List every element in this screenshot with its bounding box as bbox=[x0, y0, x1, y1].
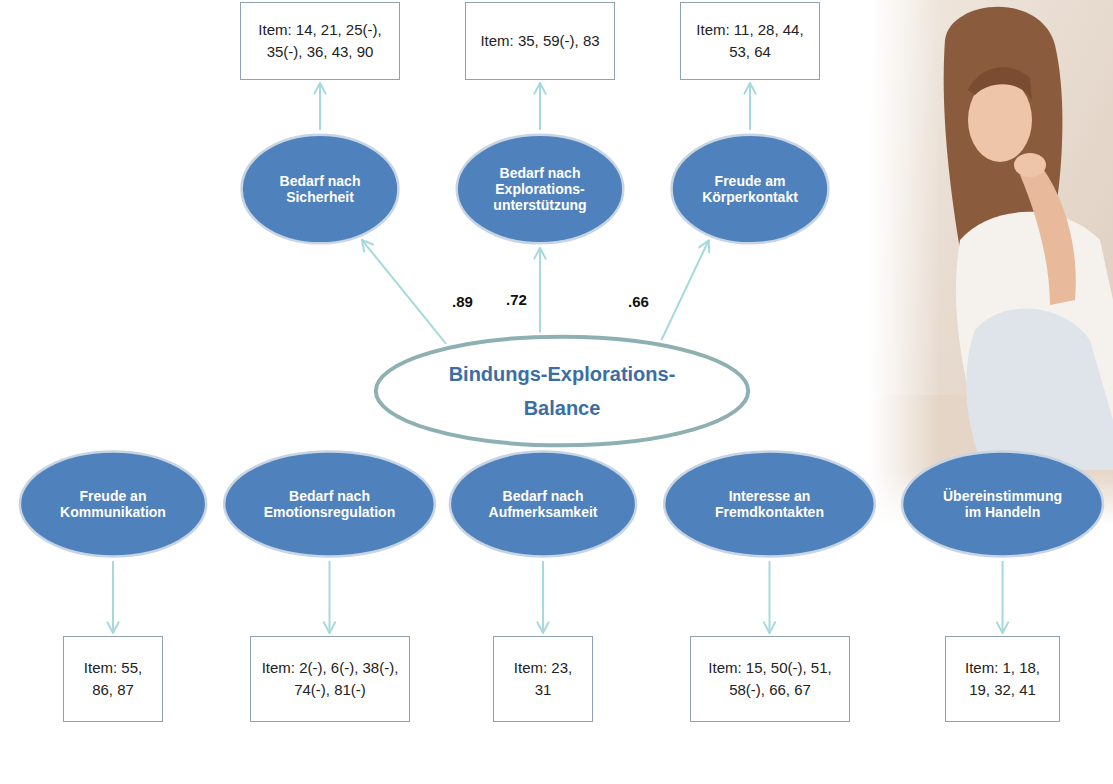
arrow-head bbox=[744, 83, 755, 94]
arrow-head bbox=[537, 622, 548, 633]
factor-label: Übereinstimmung im Handeln bbox=[938, 488, 1068, 520]
factor-label: Bedarf nach Aufmerksamkeit bbox=[481, 488, 605, 520]
factor-ellipse: Bedarf nach Explorations- unterstützung bbox=[455, 133, 625, 245]
ellipse-shape bbox=[664, 452, 875, 557]
ellipse-shape bbox=[450, 452, 636, 557]
factor-ellipse: Bedarf nach Emotionsregulation bbox=[222, 450, 437, 558]
ellipse-shape bbox=[672, 135, 829, 244]
loading-label: .66 bbox=[626, 292, 651, 312]
item-list: Item: 1, 18, 19, 32, 41 bbox=[956, 657, 1049, 702]
factor-ellipse: Bedarf nach Aufmerksamkeit bbox=[448, 450, 638, 558]
connector-line bbox=[661, 240, 708, 340]
ellipse-shape bbox=[242, 135, 399, 244]
arrow-head bbox=[314, 83, 325, 94]
connector-line bbox=[362, 240, 446, 344]
construct-label: Bindungs-Explorations- Balance bbox=[431, 357, 693, 425]
item-list: Item: 15, 50(-), 51, 58(-), 66, 67 bbox=[701, 657, 839, 702]
arrow-connector bbox=[314, 83, 325, 130]
item-box: Item: 15, 50(-), 51, 58(-), 66, 67 bbox=[690, 636, 850, 722]
photo-fade bbox=[870, 0, 940, 525]
arrow-connector bbox=[324, 561, 335, 633]
arrow-head bbox=[764, 622, 775, 633]
factor-ellipse: Freude am Körperkontakt bbox=[670, 133, 830, 245]
connector-line bbox=[112, 561, 114, 633]
photo-fringe bbox=[968, 67, 1032, 100]
loading-label: .72 bbox=[504, 290, 529, 310]
item-box: Item: 14, 21, 25(-), 35(-), 36, 43, 90 bbox=[240, 2, 400, 80]
item-list: Item: 35, 59(-), 83 bbox=[480, 30, 599, 53]
arrow-connector bbox=[661, 240, 709, 340]
factor-label: Freude an Kommunikation bbox=[53, 488, 173, 520]
factor-label: Bedarf nach Emotionsregulation bbox=[255, 488, 405, 520]
factor-label: Freude am Körperkontakt bbox=[698, 173, 802, 205]
ellipse-shape bbox=[902, 452, 1103, 557]
ellipse-outline bbox=[372, 335, 752, 447]
connector-line bbox=[539, 83, 541, 130]
factor-ellipse: Freude an Kommunikation bbox=[18, 450, 208, 558]
photo-hand bbox=[1014, 153, 1046, 177]
factor-ellipse: Interesse an Fremdkontakten bbox=[662, 450, 877, 558]
item-box: Item: 35, 59(-), 83 bbox=[465, 2, 615, 80]
factor-label: Interesse an Fremdkontakten bbox=[708, 488, 832, 520]
construct-ellipse: Bindungs-Explorations- Balance bbox=[372, 335, 752, 447]
connector-line bbox=[539, 248, 541, 332]
arrow-head bbox=[699, 240, 709, 252]
arrow-connector bbox=[537, 561, 548, 633]
arrow-connector bbox=[744, 83, 755, 130]
loading-label: .89 bbox=[450, 292, 475, 312]
item-list: Item: 11, 28, 44, 53, 64 bbox=[691, 19, 809, 64]
ellipse-shape bbox=[376, 337, 748, 446]
item-list: Item: 14, 21, 25(-), 35(-), 36, 43, 90 bbox=[251, 19, 389, 64]
factor-label: Bedarf nach Explorations- unterstützung bbox=[484, 165, 596, 213]
arrow-connector bbox=[997, 561, 1008, 633]
item-box: Item: 23, 31 bbox=[493, 636, 593, 722]
photo-legs bbox=[966, 309, 1113, 470]
arrow-head bbox=[997, 622, 1008, 633]
arrow-head bbox=[534, 248, 545, 259]
item-box: Item: 1, 18, 19, 32, 41 bbox=[945, 636, 1060, 722]
factor-label: Bedarf nach Sicherheit bbox=[278, 173, 362, 205]
arrow-head bbox=[534, 83, 545, 94]
item-list: Item: 55, 86, 87 bbox=[74, 657, 152, 702]
arrow-connector bbox=[534, 83, 545, 130]
arrow-head bbox=[324, 622, 335, 633]
arrow-connector bbox=[107, 561, 118, 633]
photo-wall bbox=[870, 0, 1113, 525]
connector-line bbox=[769, 561, 771, 633]
factor-ellipse: Übereinstimmung im Handeln bbox=[900, 450, 1105, 558]
item-box: Item: 2(-), 6(-), 38(-), 74(-), 81(-) bbox=[250, 636, 410, 722]
arrow-connector bbox=[764, 561, 775, 633]
photo-arm bbox=[1020, 165, 1076, 305]
item-box: Item: 11, 28, 44, 53, 64 bbox=[680, 2, 820, 80]
item-list: Item: 23, 31 bbox=[504, 657, 582, 702]
ellipse-shape bbox=[20, 452, 206, 557]
connector-line bbox=[749, 83, 751, 130]
ellipse-shape bbox=[457, 135, 624, 244]
item-box: Item: 55, 86, 87 bbox=[63, 636, 163, 722]
arrow-connector bbox=[534, 248, 545, 332]
connector-line bbox=[319, 83, 321, 130]
connector-line bbox=[329, 561, 331, 633]
item-list: Item: 2(-), 6(-), 38(-), 74(-), 81(-) bbox=[261, 657, 399, 702]
arrow-head bbox=[362, 240, 373, 252]
connector-line bbox=[542, 561, 544, 633]
connector-line bbox=[1002, 561, 1004, 633]
factor-ellipse: Bedarf nach Sicherheit bbox=[240, 133, 400, 245]
arrow-head bbox=[107, 622, 118, 633]
ellipse-shape bbox=[224, 452, 435, 557]
arrow-connector bbox=[362, 240, 446, 344]
